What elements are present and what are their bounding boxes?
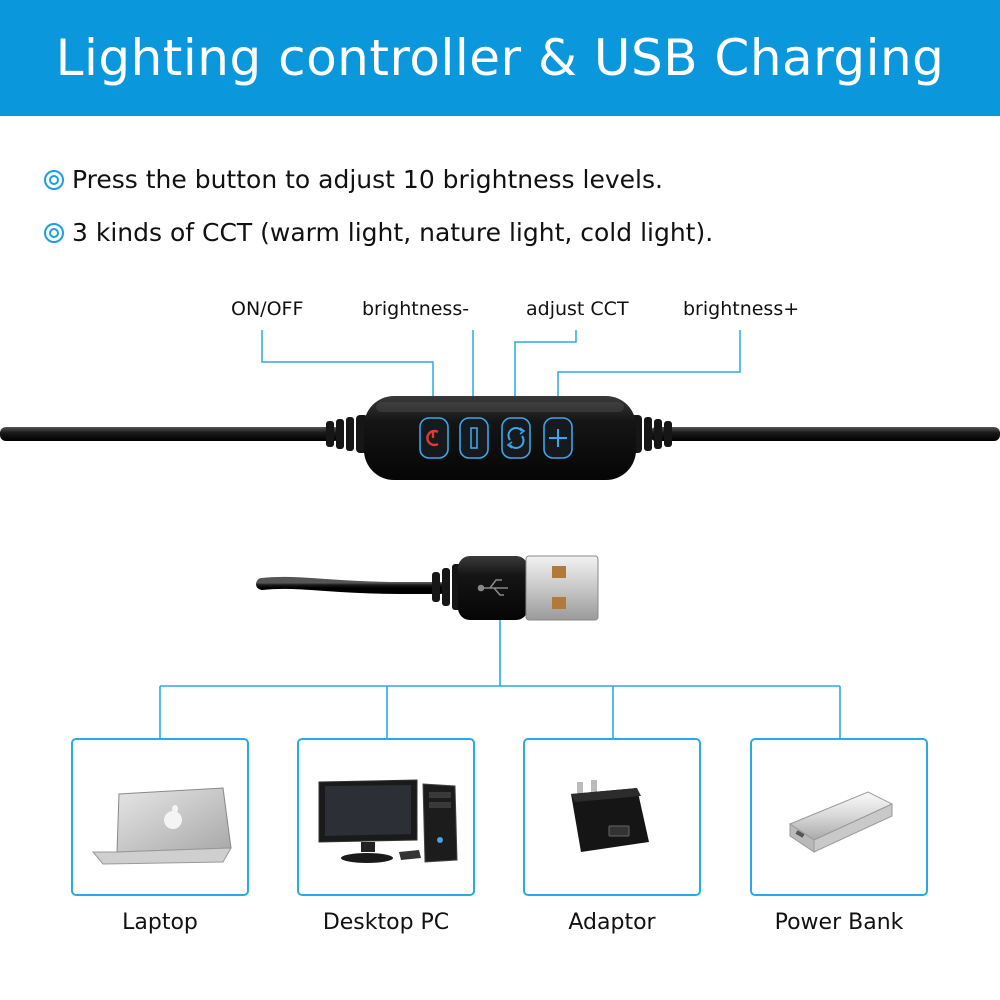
device-card-adaptor (523, 738, 701, 896)
power-bank-icon (788, 791, 894, 853)
strain-relief-right (630, 415, 672, 453)
bullet-icon (44, 169, 64, 190)
adaptor-icon (571, 780, 649, 852)
brightness-up-label: brightness+ (683, 298, 800, 320)
controller-body (364, 396, 636, 480)
connector-tree (159, 620, 841, 738)
device-card-power-bank (750, 738, 928, 896)
device-card-desktop (297, 738, 475, 896)
leader-lines (261, 330, 741, 412)
feature-text: 3 kinds of CCT (warm light, nature light… (72, 218, 714, 247)
cycle-icon (501, 417, 531, 459)
usb-strain-relief (432, 564, 462, 610)
brightness-down-label: brightness- (362, 298, 470, 320)
usb-plug (525, 555, 599, 621)
desktop-pc-icon (318, 779, 458, 863)
bullet-icon (44, 222, 64, 243)
minus-icon (459, 417, 489, 459)
cable-right (650, 427, 1000, 441)
device-label-adaptor: Adaptor (568, 910, 656, 935)
feature-text: Press the button to adjust 10 brightness… (72, 165, 663, 194)
on-off-label: ON/OFF (231, 298, 304, 320)
usb-symbol-icon (477, 579, 508, 596)
page-title: Lighting controller & USB Charging (55, 29, 945, 87)
feature-item: 3 kinds of CCT (warm light, nature light… (44, 218, 713, 247)
controller-illustration (0, 330, 1000, 738)
adjust-cct-label: adjust CCT (526, 298, 629, 320)
power-icon (419, 417, 449, 459)
device-label-power-bank: Power Bank (774, 910, 904, 935)
device-label-desktop: Desktop PC (322, 910, 450, 935)
usb-cable (256, 576, 446, 594)
plus-icon (543, 417, 573, 459)
device-card-laptop (71, 738, 249, 896)
device-label-laptop: Laptop (122, 910, 198, 935)
strain-relief-left (326, 415, 368, 453)
header-banner: Lighting controller & USB Charging (0, 0, 1000, 116)
laptop-icon (91, 787, 232, 865)
feature-item: Press the button to adjust 10 brightness… (44, 165, 663, 194)
cable-left (0, 427, 340, 441)
